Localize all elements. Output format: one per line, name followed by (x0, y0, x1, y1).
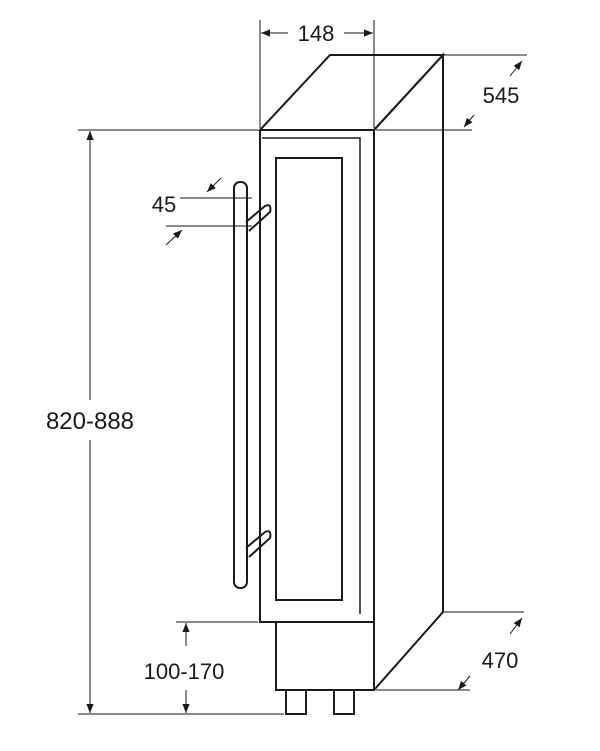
cabinet-side-face (373, 52, 444, 691)
cabinet-top-face (257, 54, 446, 131)
dimension-width-label: 148 (298, 21, 335, 46)
handle-standoff-bottom (245, 530, 272, 558)
dimension-plinth-label: 100-170 (144, 659, 225, 684)
cabinet-front-frame (259, 129, 375, 623)
cabinet-plinth (275, 622, 375, 691)
dimension-depth-bottom: 470 (376, 611, 524, 691)
dimension-plinth: 100-170 (144, 621, 258, 713)
dimension-handle: 45 (152, 177, 252, 246)
dimension-depth-bottom-label: 470 (482, 648, 519, 673)
dimension-handle-label: 45 (152, 192, 176, 217)
foot-left (285, 689, 307, 715)
cabinet (257, 52, 446, 691)
dimension-height: 820-888 (46, 129, 284, 715)
dimension-depth-top: 545 (376, 54, 527, 131)
door-handle (233, 181, 272, 589)
dimension-height-label: 820-888 (46, 408, 134, 435)
foot-right (333, 689, 355, 715)
door-frame-edge (262, 137, 361, 614)
handle-standoff-top (245, 204, 272, 232)
feet (285, 689, 355, 715)
dimension-depth-top-label: 545 (483, 83, 520, 108)
handle-bar (233, 181, 248, 589)
door-glass-panel (275, 157, 343, 601)
dimension-width: 148 (259, 20, 375, 128)
